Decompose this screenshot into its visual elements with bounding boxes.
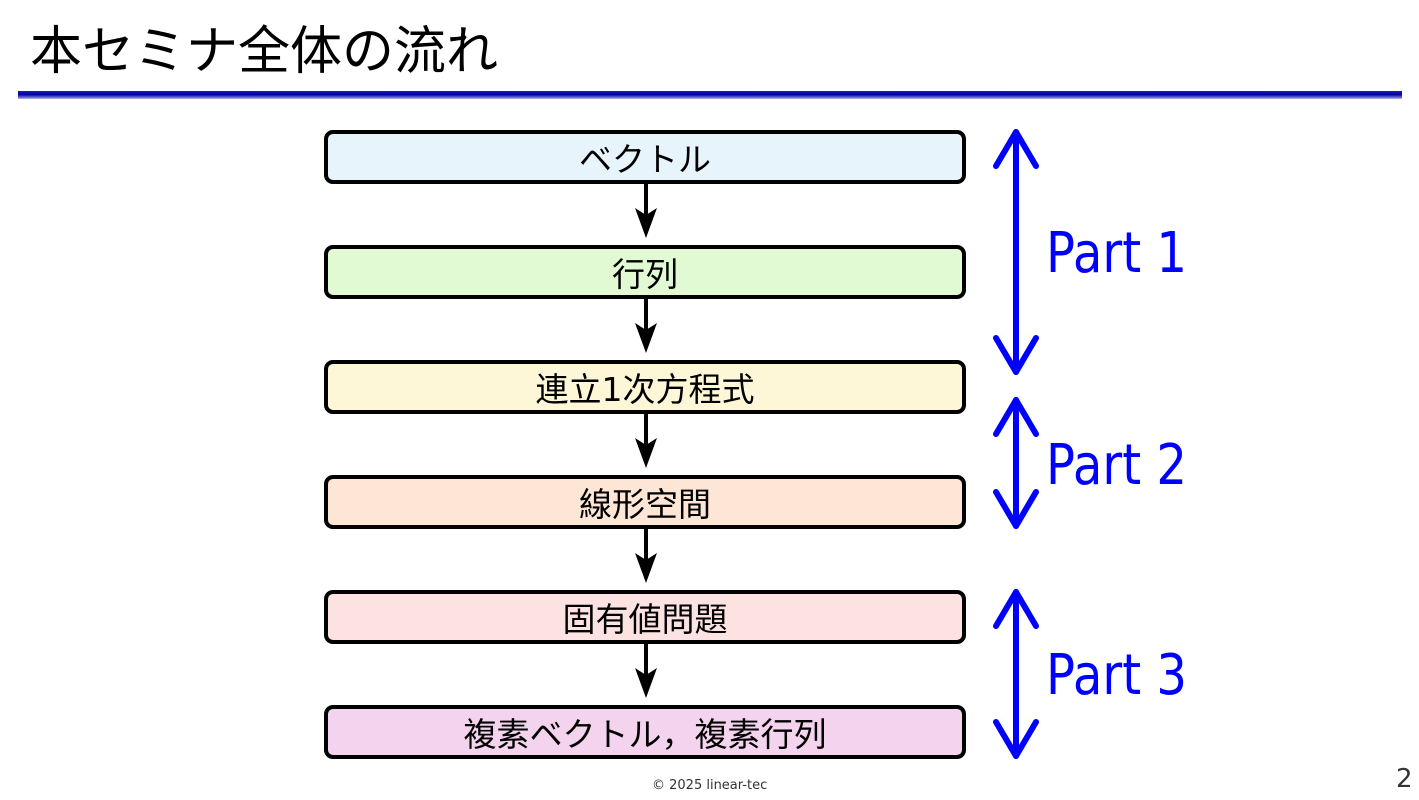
flow-arrow [635, 414, 657, 468]
part-2-double-arrow [993, 397, 1039, 529]
slide-title: 本セミナ全体の流れ [30, 22, 499, 82]
part-1-label: Part 1 [1046, 221, 1188, 286]
flow-box-label: 行列 [612, 255, 678, 294]
flow-box-label: 線形空間 [579, 485, 711, 524]
part-2-label: Part 2 [1046, 433, 1188, 498]
flow-box-vector: ベクトル [324, 130, 966, 184]
flow-arrow [635, 644, 657, 698]
flow-box-label: 連立1次方程式 [535, 370, 755, 409]
part-1-double-arrow [993, 129, 1039, 375]
flow-box-label: ベクトル [579, 140, 711, 179]
flow-arrow [635, 529, 657, 583]
footer-copyright: © 2025 linear-tec [652, 778, 768, 793]
flow-arrow [635, 299, 657, 353]
page-number: 2 [1396, 764, 1413, 794]
flow-box-matrix: 行列 [324, 245, 966, 299]
flow-box-label: 複素ベクトル，複素行列 [463, 715, 827, 754]
flow-box-linear-space: 線形空間 [324, 475, 966, 529]
part-3-label: Part 3 [1046, 643, 1188, 708]
flow-box-eigenvalue-problem: 固有値問題 [324, 590, 966, 644]
flow-arrow [635, 184, 657, 238]
flow-box-linear-equations: 連立1次方程式 [324, 360, 966, 414]
part-3-double-arrow [993, 589, 1039, 759]
flow-box-complex: 複素ベクトル，複素行列 [324, 705, 966, 759]
title-rule [18, 91, 1402, 99]
flow-box-label: 固有値問題 [562, 600, 728, 639]
